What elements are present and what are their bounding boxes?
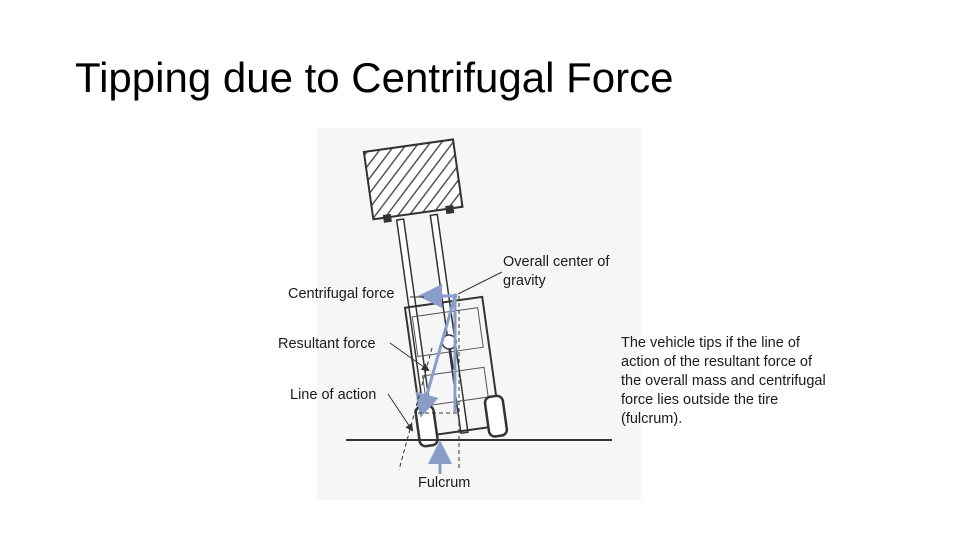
fulcrum-label: Fulcrum — [418, 475, 471, 491]
center-of-gravity-label: Overall center of gravity — [503, 254, 610, 289]
right-tire — [483, 394, 509, 438]
resultant-leader — [389, 342, 430, 372]
resultant-force-label: Resultant force — [278, 336, 376, 352]
line-of-action-label: Line of action — [290, 387, 377, 403]
line-of-action — [398, 347, 433, 471]
forklift-body — [403, 295, 502, 438]
cog-leader — [457, 271, 503, 295]
line-of-action-leader — [387, 393, 414, 432]
resultant-force-arrow — [415, 295, 457, 418]
slide-title: Tipping due to Centrifugal Force — [75, 54, 674, 101]
load-box — [362, 138, 464, 221]
explanation-text: The vehicle tips if the line of action o… — [621, 335, 826, 427]
centrifugal-force-label: Centrifugal force — [288, 286, 395, 302]
